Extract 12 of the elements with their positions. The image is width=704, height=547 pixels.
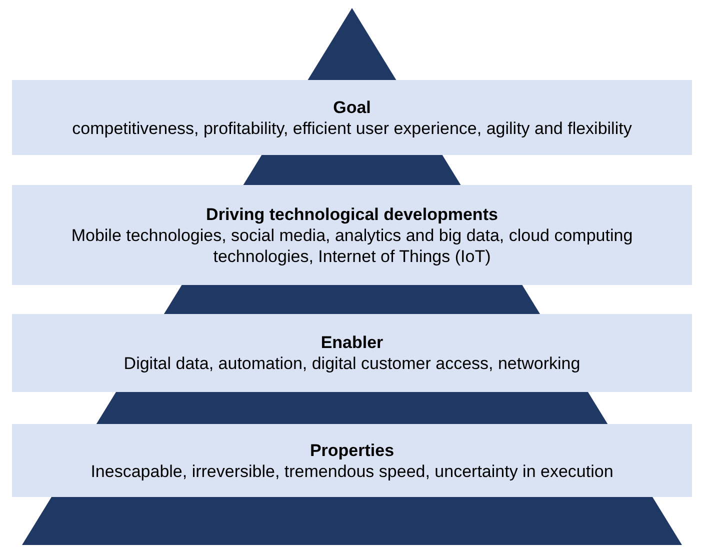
pyramid-tier [12, 424, 692, 497]
pyramid-tier [12, 80, 692, 155]
tier-description: Digital data, automation, digital customer access, networking [124, 353, 580, 374]
tier-heading: Driving technological developments [206, 204, 498, 224]
pyramid-tier [12, 185, 692, 285]
tier-heading: Properties [310, 440, 394, 460]
tier-heading: Goal [333, 96, 371, 118]
pyramid-tier [12, 314, 692, 392]
tier-description: Mobile technologies, social media, analytics and big data, cloud computing technologies, Internet of Things (IoT) [70, 224, 634, 266]
tier-description: competitiveness, profitability, efficient user experience, agility and flexibility [72, 118, 632, 138]
tier-heading: Enabler [320, 332, 384, 353]
tier-description: Inescapable, irreversible, tremendous speed, uncertainty in execution [90, 460, 614, 482]
